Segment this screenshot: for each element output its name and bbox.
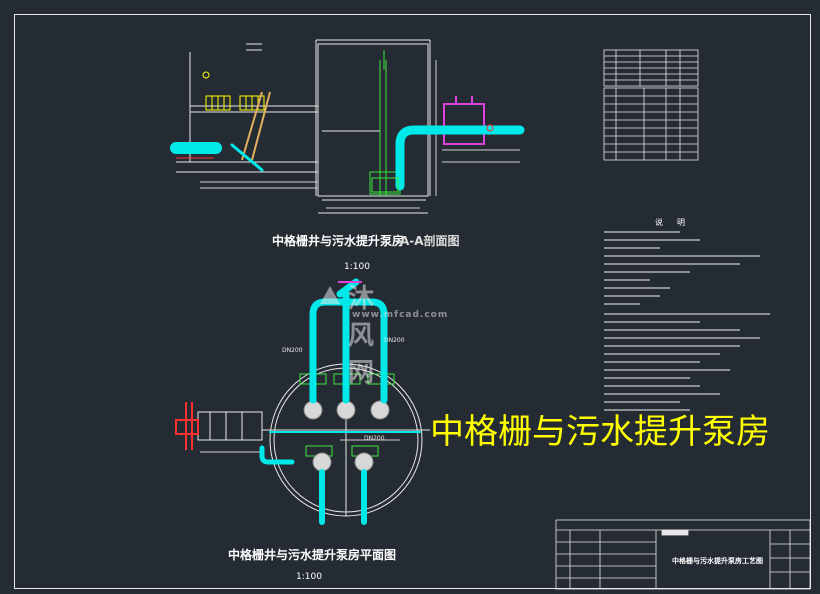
plan-red-marks — [175, 402, 199, 450]
pipe-label-3: DN200 — [364, 435, 385, 442]
section-pipes — [170, 125, 525, 191]
title-block — [555, 519, 811, 590]
title-block-drawing-name: 中格栅与污水提升泵房工艺图 — [672, 557, 763, 565]
section-view-scale: 1:100 — [344, 262, 370, 272]
plan-view-scale: 1:100 — [296, 572, 322, 582]
plan-view-title: 中格栅井与污水提升泵房平面图 — [228, 548, 397, 562]
overlay-label: 中格栅与污水提升泵房 — [430, 412, 770, 452]
pipe-label-1: DN200 — [282, 347, 303, 354]
drawing-frame — [14, 14, 811, 589]
watermark-logo-icon — [320, 286, 340, 304]
section-misc-lines — [176, 124, 494, 159]
section-view-title-suffix: A-A剖面图 — [400, 234, 460, 248]
watermark-text: 沐风网 — [348, 284, 377, 388]
section-view-title: 中格栅井与污水提升泵房 — [272, 234, 405, 248]
pipe-label-2: DN200 — [384, 337, 405, 344]
section-view — [176, 39, 520, 214]
equipment-table — [603, 49, 699, 161]
notes-heading: 说明 — [655, 218, 699, 227]
plan-pipes — [259, 278, 421, 525]
notes-text-lines — [604, 231, 770, 411]
watermark-url: www.mfcad.com — [352, 310, 449, 320]
pipe-size-labels: DN200 DN200 DN200 — [282, 337, 405, 442]
plan-pumps — [303, 400, 390, 472]
